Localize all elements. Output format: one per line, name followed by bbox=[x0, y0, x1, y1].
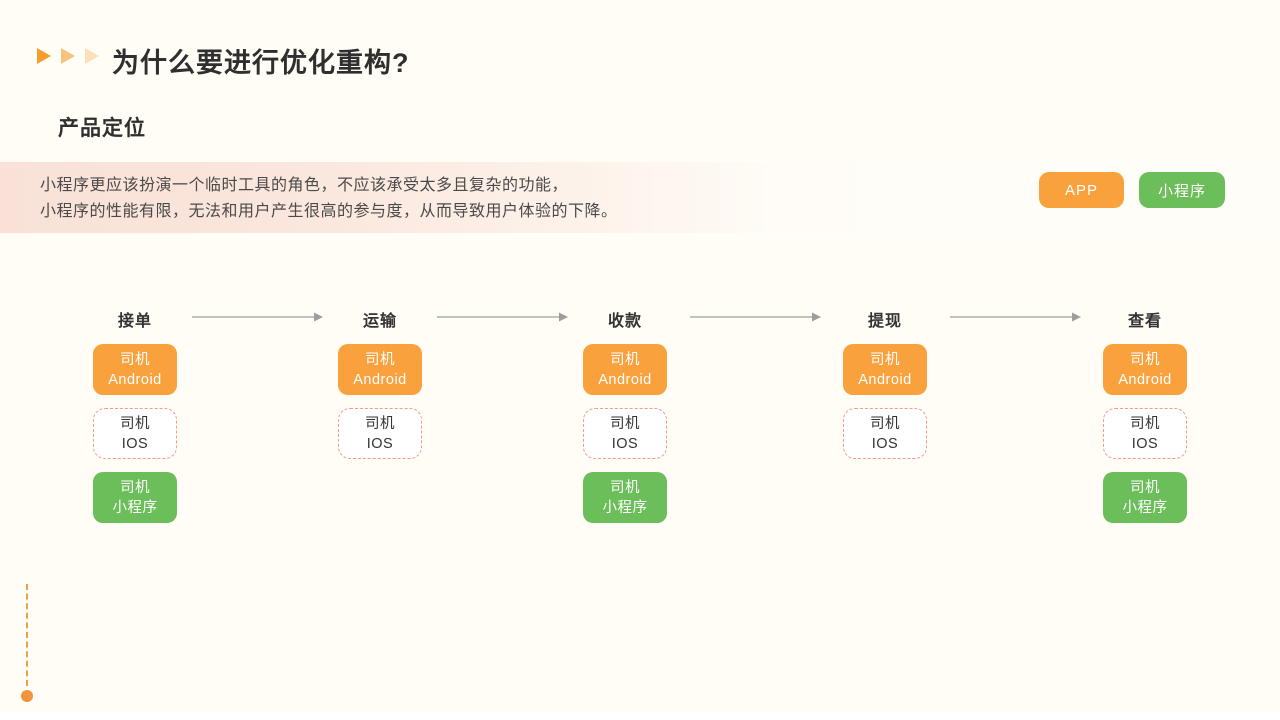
stage-label-view: 查看 bbox=[1127, 313, 1162, 330]
bottom-margin-strip bbox=[0, 713, 1280, 720]
flow-box-driver-ios: 司机 IOS bbox=[583, 408, 667, 459]
box-line: 司机 bbox=[1130, 479, 1160, 496]
flow-arrow-icon bbox=[437, 312, 568, 322]
box-line: Android bbox=[108, 371, 162, 388]
triangle-right-icon bbox=[61, 48, 75, 64]
flow-box-driver-ios: 司机 IOS bbox=[1103, 408, 1187, 459]
flow-box-driver-mini-program: 司机 小程序 bbox=[1103, 472, 1187, 523]
box-line: 小程序 bbox=[112, 499, 158, 516]
stage-label-withdraw: 提现 bbox=[867, 313, 902, 330]
flow-box-driver-android: 司机 Android bbox=[338, 344, 422, 395]
flow-arrow-icon bbox=[690, 312, 821, 322]
box-line: 小程序 bbox=[1122, 499, 1168, 516]
flow-box-driver-android: 司机 Android bbox=[843, 344, 927, 395]
flow-box-driver-ios: 司机 IOS bbox=[338, 408, 422, 459]
legend-app-badge: APP bbox=[1039, 172, 1124, 208]
box-line: IOS bbox=[871, 435, 899, 452]
stage-column-withdraw: 司机 Android 司机 IOS bbox=[843, 344, 927, 459]
box-line: IOS bbox=[121, 435, 149, 452]
flow-box-driver-ios: 司机 IOS bbox=[843, 408, 927, 459]
box-line: 司机 bbox=[610, 351, 640, 368]
page-title: 为什么要进行优化重构? bbox=[112, 48, 410, 78]
flow-box-driver-ios: 司机 IOS bbox=[93, 408, 177, 459]
box-line: 司机 bbox=[870, 351, 900, 368]
box-line: 小程序 bbox=[602, 499, 648, 516]
stage-label-receive-order: 接单 bbox=[117, 313, 152, 330]
box-line: 司机 bbox=[870, 415, 900, 432]
box-line: 司机 bbox=[610, 479, 640, 496]
box-line: Android bbox=[353, 371, 407, 388]
legend-mini-program-badge: 小程序 bbox=[1139, 172, 1225, 208]
decorative-dot-icon bbox=[21, 690, 33, 702]
flow-box-driver-android: 司机 Android bbox=[583, 344, 667, 395]
box-line: 司机 bbox=[365, 415, 395, 432]
triangle-right-icon bbox=[37, 48, 51, 64]
flow-box-driver-android: 司机 Android bbox=[1103, 344, 1187, 395]
box-line: IOS bbox=[1131, 435, 1159, 452]
section-title: 产品定位 bbox=[58, 117, 146, 140]
flow-arrow-icon bbox=[192, 312, 323, 322]
box-line: 司机 bbox=[365, 351, 395, 368]
stage-column-collect: 司机 Android 司机 IOS 司机 小程序 bbox=[583, 344, 667, 523]
box-line: 司机 bbox=[1130, 351, 1160, 368]
box-line: 司机 bbox=[610, 415, 640, 432]
flow-box-driver-mini-program: 司机 小程序 bbox=[583, 472, 667, 523]
box-line: IOS bbox=[366, 435, 394, 452]
flow-arrow-icon bbox=[950, 312, 1081, 322]
stage-column-transport: 司机 Android 司机 IOS bbox=[338, 344, 422, 459]
box-line: Android bbox=[858, 371, 912, 388]
flow-box-driver-mini-program: 司机 小程序 bbox=[93, 472, 177, 523]
stage-column-receive-order: 司机 Android 司机 IOS 司机 小程序 bbox=[93, 344, 177, 523]
note-line-2: 小程序的性能有限，无法和用户产生很高的参与度，从而导致用户体验的下降。 bbox=[40, 203, 618, 220]
box-line: Android bbox=[1118, 371, 1172, 388]
box-line: 司机 bbox=[120, 479, 150, 496]
box-line: 司机 bbox=[120, 415, 150, 432]
flow-box-driver-android: 司机 Android bbox=[93, 344, 177, 395]
stage-label-collect: 收款 bbox=[607, 313, 642, 330]
box-line: IOS bbox=[611, 435, 639, 452]
note-line-1: 小程序更应该扮演一个临时工具的角色，不应该承受太多且复杂的功能， bbox=[40, 177, 569, 194]
decorative-dashed-line bbox=[26, 584, 28, 686]
box-line: 司机 bbox=[1130, 415, 1160, 432]
stage-column-view: 司机 Android 司机 IOS 司机 小程序 bbox=[1103, 344, 1187, 523]
stage-label-transport: 运输 bbox=[362, 313, 397, 330]
triangle-right-icon bbox=[85, 48, 99, 64]
box-line: 司机 bbox=[120, 351, 150, 368]
box-line: Android bbox=[598, 371, 652, 388]
